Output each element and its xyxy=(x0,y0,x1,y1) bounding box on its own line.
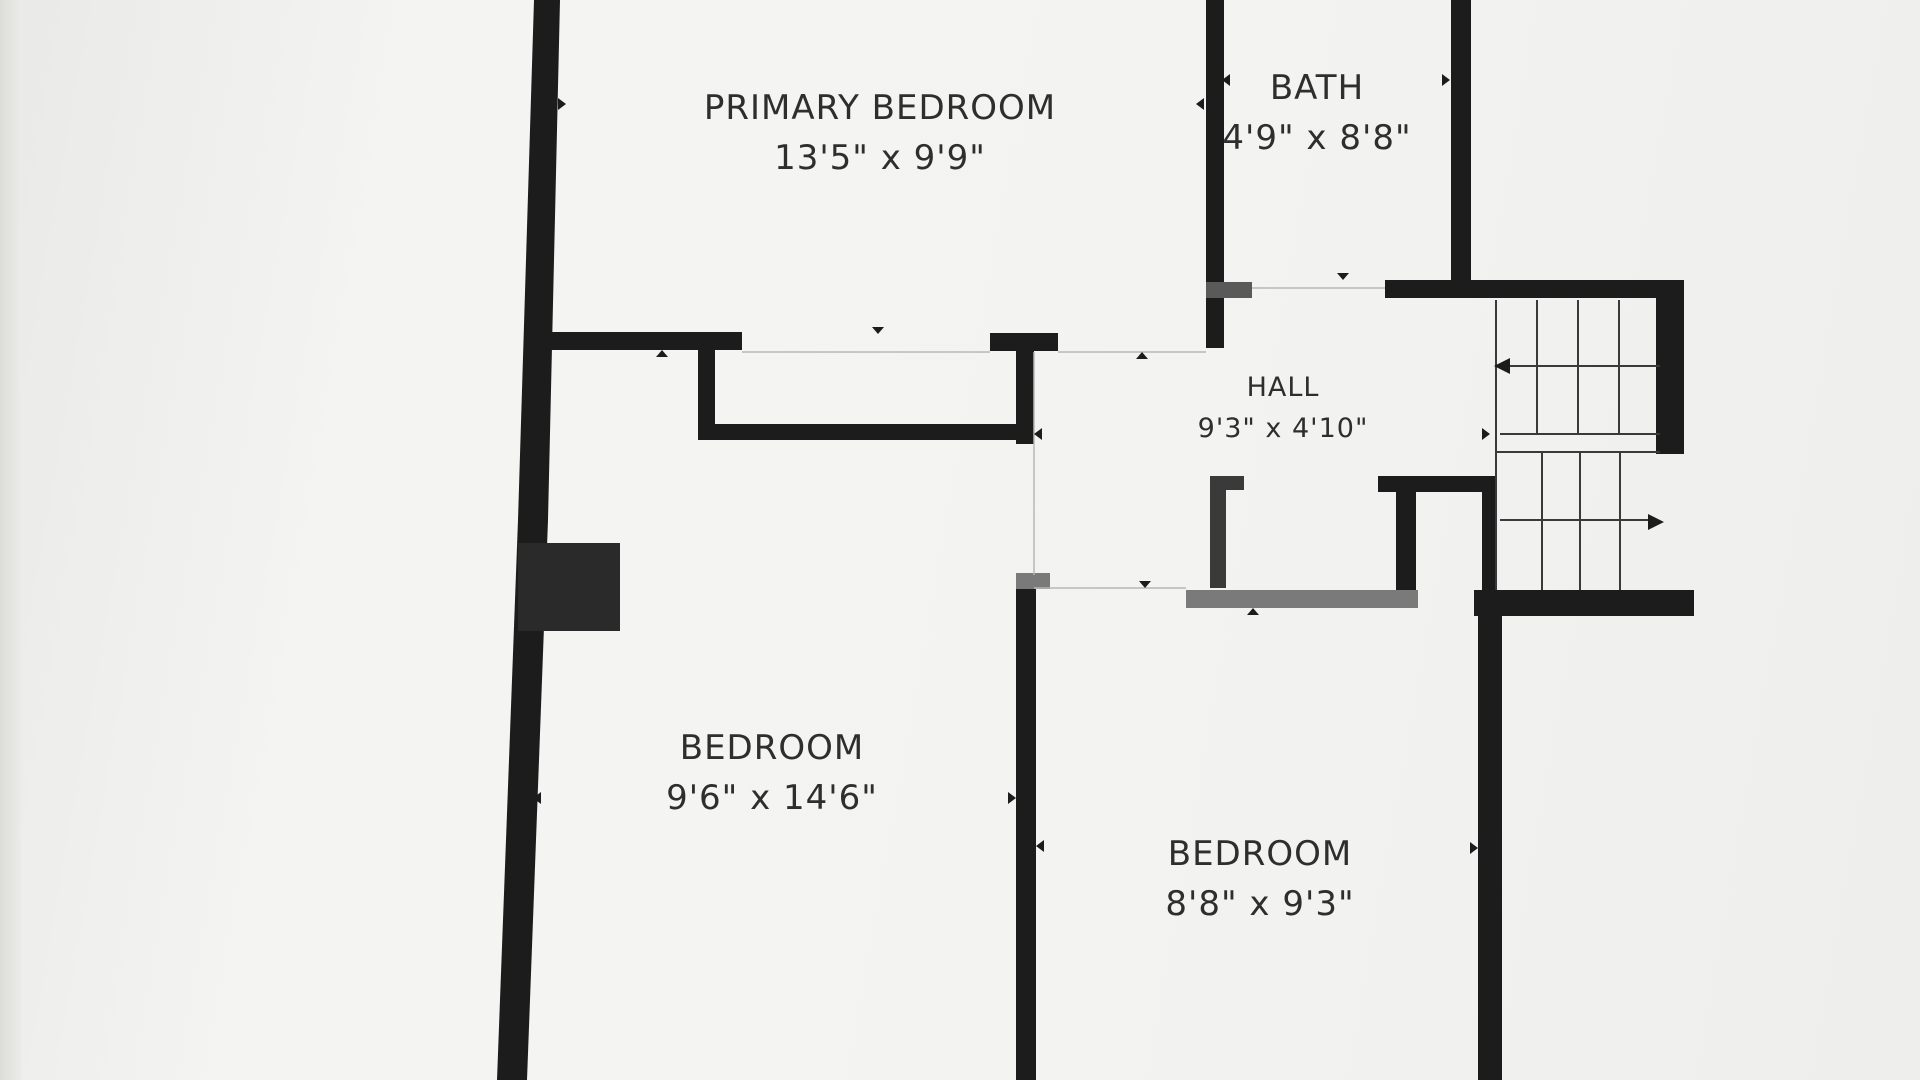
wall-closet-left xyxy=(698,348,715,438)
room-name: BEDROOM xyxy=(1167,834,1353,874)
wall-bedroom-right-right xyxy=(1478,590,1502,1080)
wall-middle-upper-stub xyxy=(1016,440,1034,444)
wall-hall-inner-left xyxy=(1210,476,1226,588)
room-bath: BATH 4'9" x 8'8" xyxy=(1210,68,1424,158)
openings xyxy=(742,287,1385,589)
room-name: BEDROOM xyxy=(679,728,865,768)
room-name: BATH xyxy=(1269,68,1365,108)
wall-middle-top-cap xyxy=(1016,573,1050,589)
wall-left-bump xyxy=(518,543,620,631)
room-dimensions: 9'6" x 14'6" xyxy=(666,778,878,818)
wall-closet-bottom xyxy=(698,424,1028,440)
room-dimensions: 8'8" x 9'3" xyxy=(1165,884,1355,924)
room-dimensions: 9'3" x 4'10" xyxy=(1197,413,1369,444)
wall-bath-right xyxy=(1451,0,1471,280)
walls xyxy=(497,0,1694,1080)
room-name: HALL xyxy=(1246,372,1320,403)
wall-hall-top-right xyxy=(1385,280,1675,298)
room-hall: HALL 9'3" x 4'10" xyxy=(1180,372,1386,444)
dimension-markers xyxy=(533,74,1490,854)
wall-primary-bottom-left xyxy=(540,332,742,350)
stair-arrow-up xyxy=(1494,358,1510,374)
stair-arrows xyxy=(1494,358,1664,530)
wall-stair-right xyxy=(1656,280,1684,454)
paper-edge xyxy=(0,0,22,1080)
stair-arrow-down xyxy=(1648,514,1664,530)
room-bedroom-right: BEDROOM 8'8" x 9'3" xyxy=(1130,834,1390,924)
wall-bedroom-right-top xyxy=(1186,590,1418,608)
room-dimensions: 4'9" x 8'8" xyxy=(1222,118,1412,158)
room-primary-bedroom: PRIMARY BEDROOM 13'5" x 9'9" xyxy=(700,88,1060,178)
wall-hall-inner-right xyxy=(1396,476,1416,592)
wall-closet-right xyxy=(1016,340,1034,440)
room-dimensions: 13'5" x 9'9" xyxy=(774,138,986,178)
wall-middle-vertical xyxy=(1016,575,1036,1080)
wall-hall-inner-right-top xyxy=(1378,476,1496,492)
wall-hall-inner-left-cap xyxy=(1210,476,1244,490)
room-bedroom-left: BEDROOM 9'6" x 14'6" xyxy=(642,728,902,818)
wall-left-exterior xyxy=(497,0,560,1080)
stairs xyxy=(1495,300,1660,590)
room-name: PRIMARY BEDROOM xyxy=(703,88,1057,128)
wall-stair-mid-left xyxy=(1482,480,1496,590)
wall-stair-bottom xyxy=(1474,590,1694,616)
wall-primary-bath xyxy=(1206,0,1224,348)
wall-hall-top-left xyxy=(1206,282,1252,298)
